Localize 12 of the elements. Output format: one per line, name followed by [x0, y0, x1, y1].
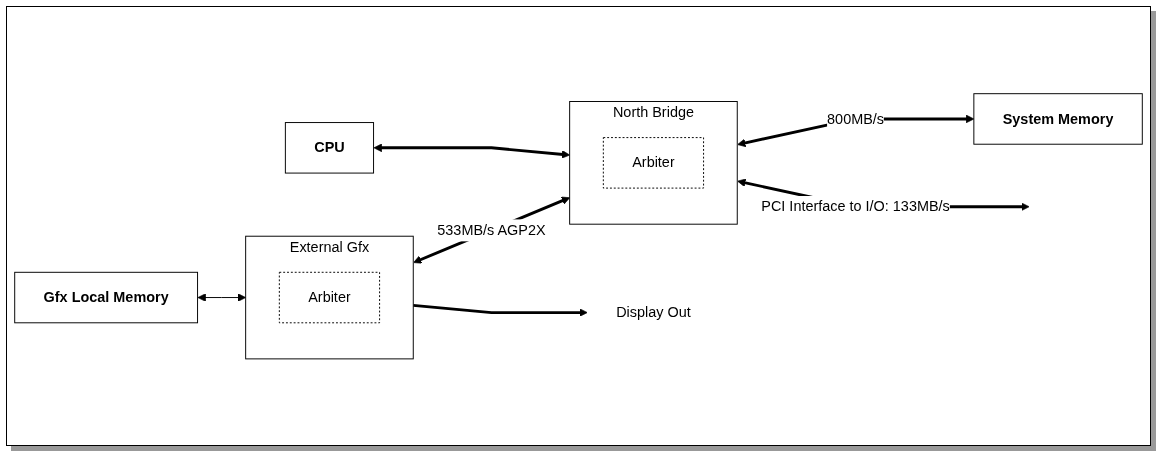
arrow	[413, 196, 571, 264]
arrow	[413, 303, 588, 317]
node-box: System Memory	[973, 92, 1143, 145]
edge-label: PCI Interface to I/O: 133MB/s	[761, 197, 950, 214]
node-box: Gfx Local Memory	[14, 271, 199, 323]
node-box: Arbiter	[278, 271, 381, 323]
edge-label: 533MB/s AGP2X	[437, 221, 546, 238]
node-text: Display Out	[616, 303, 691, 320]
arrow	[373, 143, 571, 159]
node-box: Arbiter	[602, 136, 705, 189]
node-box: CPU	[284, 121, 375, 174]
edge-label: 800MB/s	[827, 109, 885, 127]
